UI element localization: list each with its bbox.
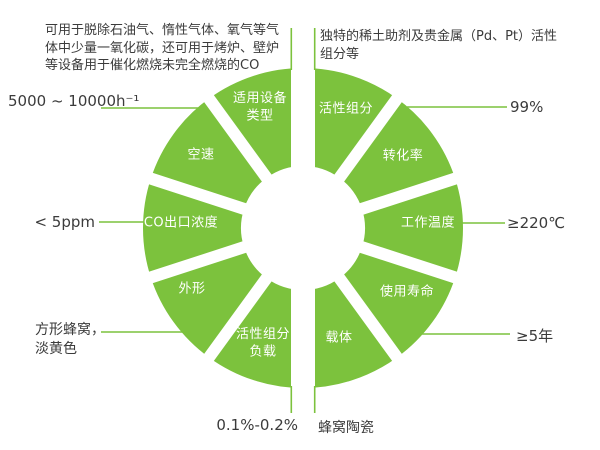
note-applicable-equipment-type: 可用于脱除石油气、惰性气体、氧气等气 体中少量一氧化碳，还可用于烤炉、壁炉 等设…	[45, 22, 279, 75]
ring-segment-label-line: 适用设备	[233, 90, 287, 106]
value-conversion-rate: 99%	[510, 98, 544, 116]
ring-segment-label-applicable-equipment-type: 适用设备类型	[233, 90, 287, 124]
ring-segment-label-conversion-rate: 转化率	[383, 148, 424, 164]
ring-segment-label-line: 活性组分	[319, 102, 373, 117]
value-line: 方形蜂窝，	[35, 322, 105, 338]
note-active-component: 独特的稀土助剂及贵金属（Pd、Pt）活性 组分等	[320, 28, 557, 63]
ring-segment-label-line: CO出口浓度	[144, 215, 218, 231]
ring-segment-label-working-temperature: 工作温度	[401, 215, 455, 231]
segment-divider	[321, 80, 413, 200]
ring-segment-space-velocity	[150, 98, 267, 209]
note-line: 体中少量一氧化碳，还可用于烤炉、壁炉	[45, 40, 280, 56]
ring-segment-label-active-component: 活性组分	[319, 102, 373, 117]
ring-segment-label-active-component-loading: 活性组分负载	[236, 327, 290, 360]
segment-divider	[193, 256, 285, 376]
ring-segment-applicable-equipment-type	[208, 68, 303, 178]
note-line: 可用于脱除石油气、惰性气体、氧气等气	[45, 23, 280, 38]
ring-segment-conversion-rate	[339, 98, 456, 209]
value-shape: 方形蜂窝， 淡黄色	[35, 321, 105, 358]
ring-segment-label-shape: 外形	[178, 282, 205, 297]
ring-segment-label-carrier: 载体	[325, 331, 352, 346]
value-service-life: ≥5年	[516, 327, 554, 345]
segment-divider	[339, 234, 475, 289]
value-co-outlet-concentration: < 5ppm	[34, 213, 95, 231]
ring-segment-active-component	[303, 68, 398, 178]
ring-segment-label-line: 负载	[249, 344, 276, 359]
ring-segment-active-component-loading	[208, 278, 303, 388]
value-carrier: 蜂窝陶瓷	[318, 420, 374, 436]
ring-segment-label-line: 使用寿命	[380, 284, 434, 300]
ring-segment-label-line: 载体	[325, 331, 352, 346]
ring-segment-carrier	[303, 278, 398, 388]
value-working-temperature: ≥220℃	[507, 214, 566, 232]
ring-segment-label-line: 工作温度	[401, 215, 455, 231]
value-space-velocity: 5000 ~ 10000h⁻¹	[8, 92, 140, 110]
note-line: 独特的稀土助剂及贵金属（Pd、Pt）活性	[320, 29, 558, 44]
value-active-component-loading: 0.1%-0.2%	[216, 416, 298, 434]
ring-segment-label-line: 活性组分	[236, 327, 290, 342]
value-line: 淡黄色	[35, 340, 77, 357]
segment-divider	[339, 167, 475, 222]
ring-segment-shape	[150, 247, 267, 358]
ring-segment-label-space-velocity: 空速	[187, 148, 214, 163]
ring-segment-label-line: 空速	[187, 148, 214, 163]
segment-divider	[321, 256, 413, 376]
ring-segment-label-co-outlet-concentration: CO出口浓度	[144, 215, 218, 231]
ring-segment-label-line: 外形	[178, 282, 205, 297]
ring-segment-label-line: 类型	[246, 108, 273, 123]
note-line: 等设备用于催化燃烧未完全燃烧的CO	[45, 58, 260, 73]
ring-segment-label-line: 转化率	[383, 148, 424, 164]
ring-segment-service-life	[339, 247, 456, 358]
note-line: 组分等	[320, 46, 360, 62]
segment-divider	[131, 167, 267, 222]
segment-divider	[131, 234, 267, 289]
ring-segment-label-service-life: 使用寿命	[380, 284, 434, 300]
segment-divider	[193, 80, 285, 200]
